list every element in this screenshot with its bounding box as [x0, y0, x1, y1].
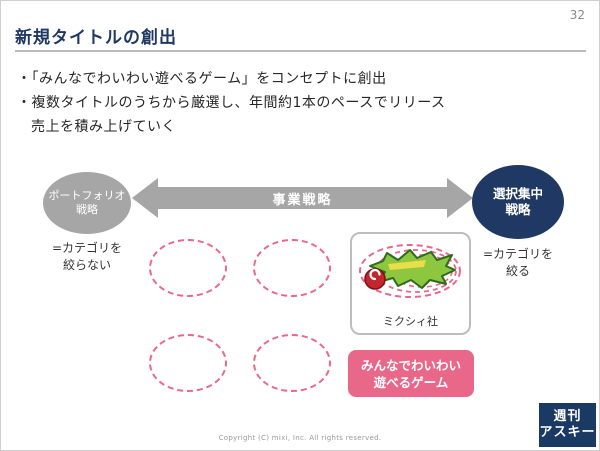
arrow-left-head-icon [132, 178, 158, 218]
bullet-list: ・「みんなでわいわい遊べるゲーム」をコンセプトに創出 ・複数タイトルのうちから厳… [17, 67, 446, 139]
concept-badge: みんなでわいわい 遊べるゲーム [348, 350, 474, 397]
bullet-line: ・「みんなでわいわい遊べるゲーム」をコンセプトに創出 [17, 71, 387, 87]
bullet-line: ・複数タイトルのうちから厳選し、年間約1本のペースでリリース [17, 95, 446, 111]
right-category-note: =カテゴリを 絞る [482, 247, 554, 278]
selection-concentration-circle: 選択集中 戦略 [472, 165, 564, 239]
page-title: 新規タイトルの創出 [15, 28, 177, 48]
portfolio-strategy-circle: ポートフォリオ 戦略 [43, 172, 131, 234]
copyright-text: Copyright (C) mixi, Inc. All rights rese… [218, 434, 382, 442]
title-divider [15, 50, 586, 52]
monster-strike-logo [359, 244, 461, 298]
business-strategy-label: 事業戦略 [272, 192, 333, 208]
page-number: 32 [569, 8, 585, 22]
arrow-right-head-icon [447, 178, 473, 218]
left-category-note: =カテゴリを 絞らない [51, 241, 123, 272]
portfolio-strategy-label: 戦略 [76, 203, 98, 216]
empty-title-slot [253, 334, 331, 392]
weekly-ascii-logo: 週刊 アスキー [539, 403, 596, 447]
selection-concentration-label: 戦略 [505, 202, 531, 217]
empty-title-slot [253, 239, 331, 297]
empty-title-slot [149, 334, 227, 392]
mixi-card-label: ミクシィ社 [383, 315, 438, 328]
portfolio-strategy-label: ポートフォリオ [48, 189, 126, 202]
business-strategy-arrow: 事業戦略 [132, 178, 473, 218]
selection-concentration-label: 選択集中 [492, 186, 543, 201]
bullet-line: 売上を積み上げていく [31, 119, 176, 135]
mixi-company-card: ミクシィ社 [350, 232, 471, 335]
empty-title-slot [149, 239, 227, 297]
